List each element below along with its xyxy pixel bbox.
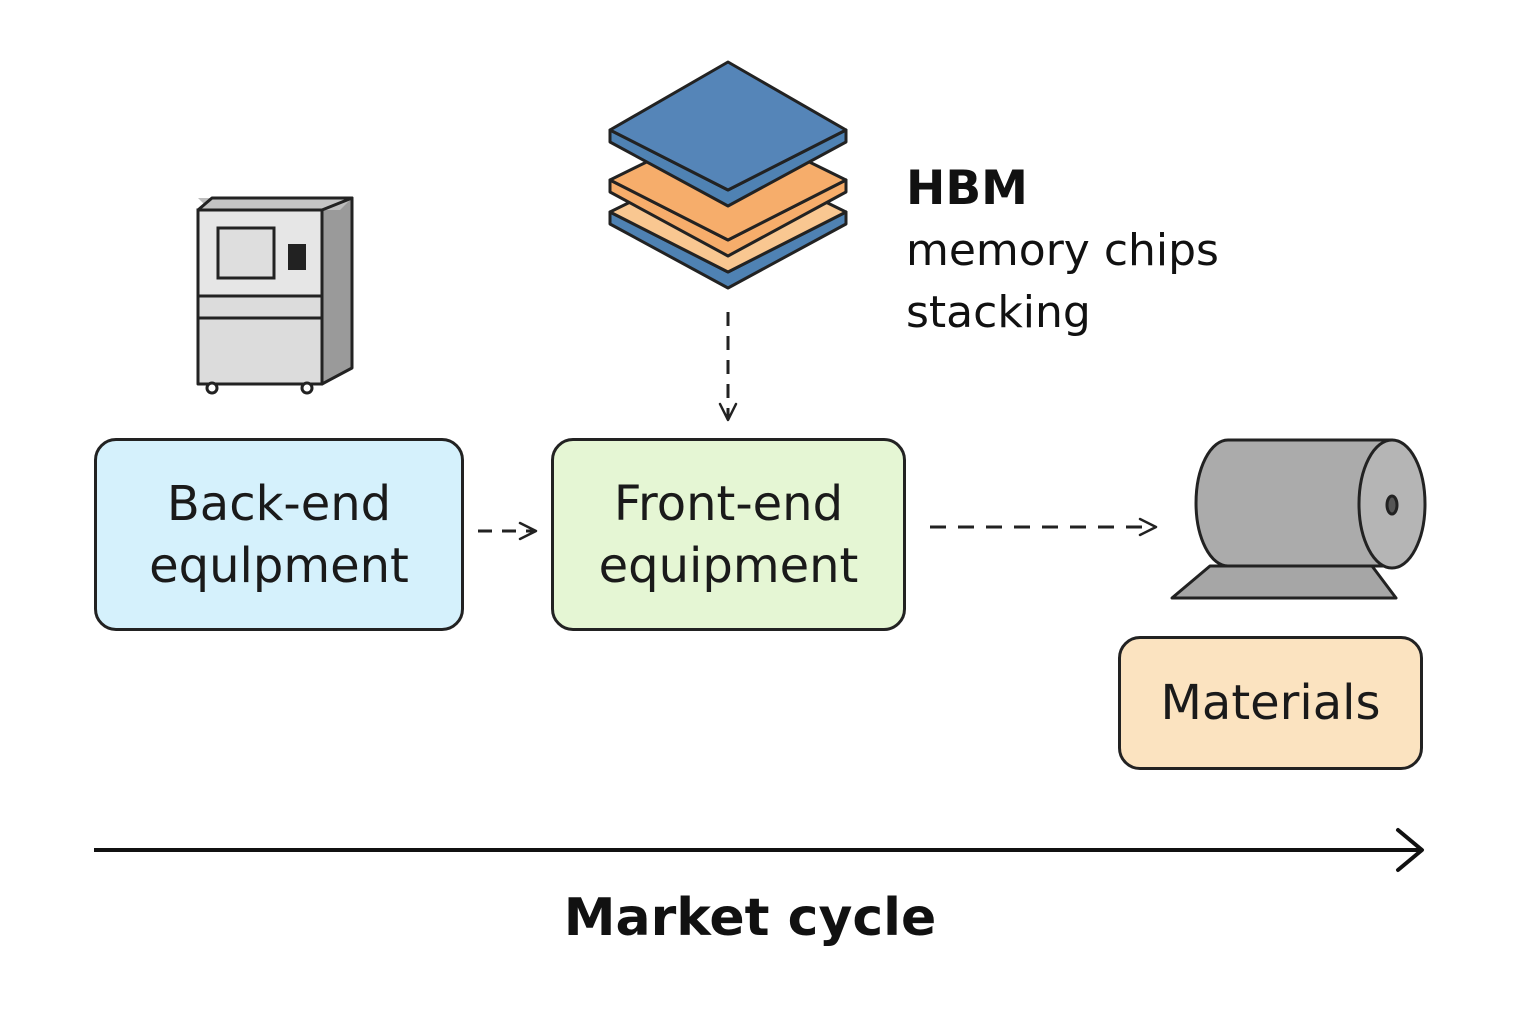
hbm-line-2: stacking xyxy=(906,287,1091,338)
front-end-equipment-box: Front-end equipment xyxy=(551,438,906,631)
hbm-title: HBM xyxy=(906,161,1028,216)
front-end-equipment-label: Front-end equipment xyxy=(598,475,859,594)
hbm-line-1: memory chips xyxy=(906,225,1219,276)
back-end-equipment-box: Back-end equlpment xyxy=(94,438,464,631)
market-cycle-axis-arrowhead xyxy=(1396,828,1424,872)
material-roll-icon xyxy=(1170,438,1427,600)
hbm-chip-stack-icon xyxy=(608,60,848,290)
hbm-description: HBM memory chips stacking xyxy=(906,158,1219,344)
materials-box: Materials xyxy=(1118,636,1423,770)
back-end-equipment-label: Back-end equlpment xyxy=(149,475,409,594)
materials-label: Materials xyxy=(1160,675,1381,731)
market-cycle-label: Market cycle xyxy=(563,888,937,948)
equipment-machine-icon xyxy=(196,196,354,395)
